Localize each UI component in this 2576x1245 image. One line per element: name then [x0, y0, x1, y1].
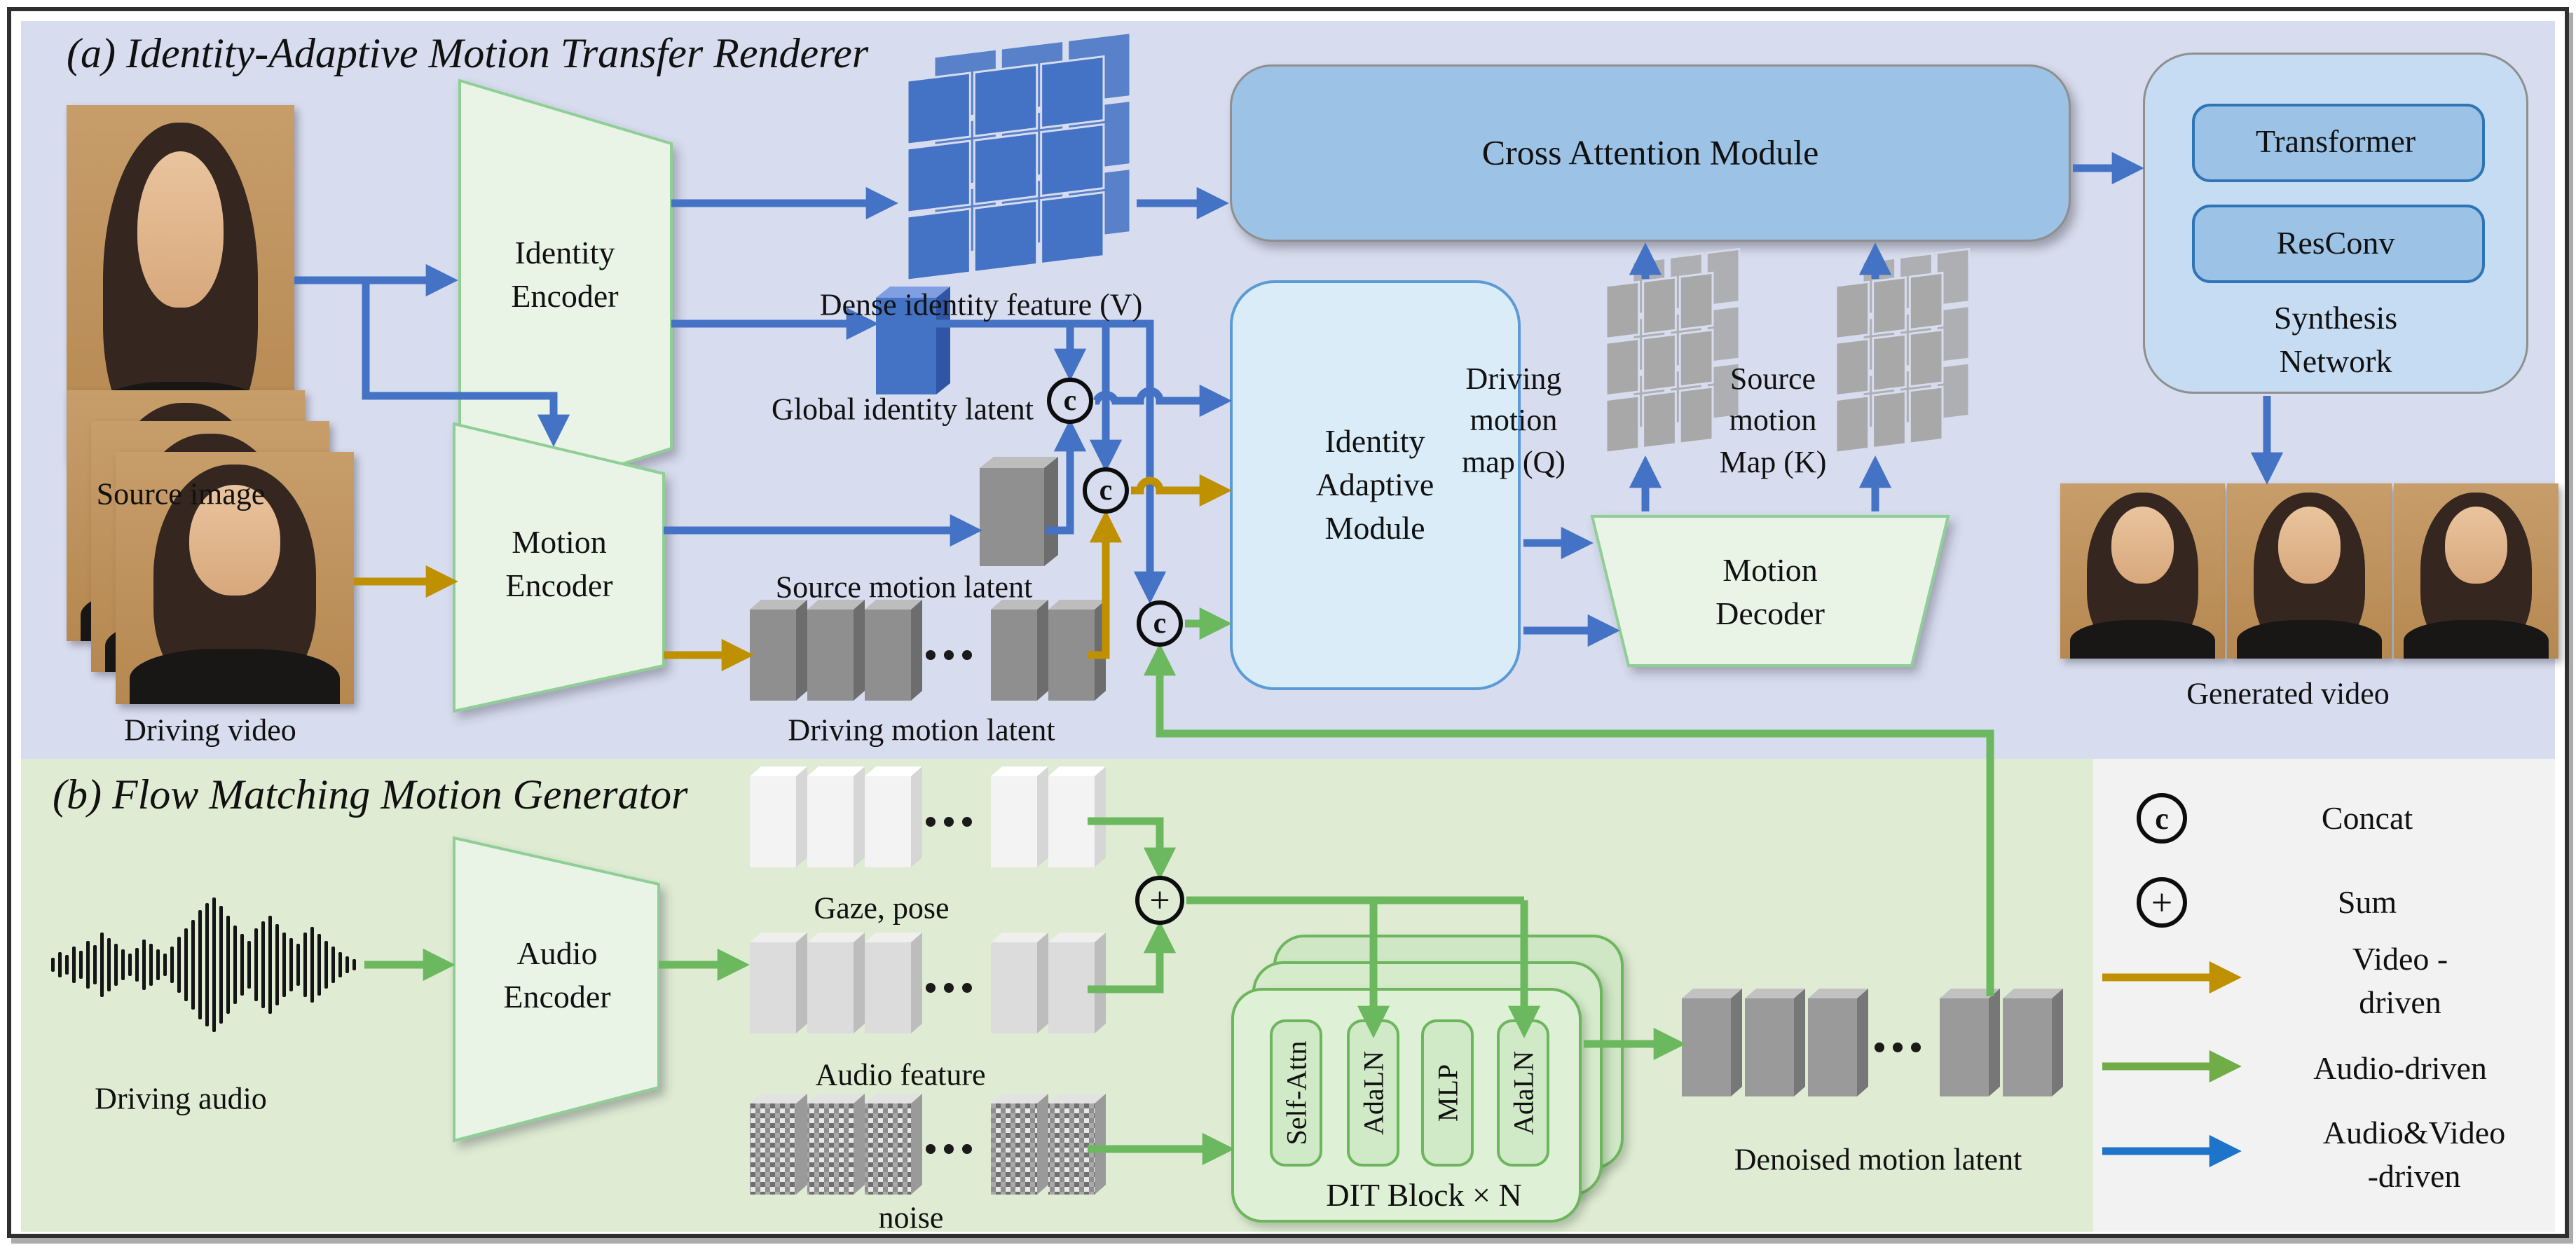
- panel-a-title: (a) Identity-Adaptive Motion Transfer Re…: [67, 30, 869, 76]
- adaln-label-2: AdaLN: [1507, 1051, 1540, 1135]
- denoised-motion-latent-label: Denoised motion latent: [1734, 1142, 2022, 1177]
- identity-encoder-label: Identity Encoder: [511, 234, 619, 314]
- transformer-block: [2192, 104, 2485, 182]
- global-identity-latent-label: Global identity latent: [772, 392, 1034, 427]
- driving-audio-label: Driving audio: [95, 1081, 267, 1116]
- legend-audio-video-driven-label: Audio&Video -driven: [2322, 1114, 2506, 1194]
- audio-feature-label: Audio feature: [815, 1057, 986, 1092]
- identity-adaptive-label: Identity Adaptive Module: [1315, 422, 1434, 546]
- portrait-torso: [130, 648, 340, 704]
- portrait-face: [137, 151, 224, 308]
- portrait-torso: [2237, 620, 2382, 659]
- synthesis-network-label: Synthesis Network: [2273, 299, 2398, 379]
- legend-sum-icon: +: [2137, 877, 2187, 928]
- source-image-label: Source image: [96, 476, 266, 511]
- audio-encoder-label: Audio Encoder: [503, 935, 611, 1014]
- portrait-torso: [2404, 620, 2549, 659]
- identity-adaptive-module: [1230, 280, 1521, 690]
- source-motion-latent-label: Source motion latent: [775, 570, 1033, 605]
- mlp-label: MLP: [1432, 1064, 1464, 1122]
- portrait-torso: [2070, 620, 2215, 659]
- driving-video-frame-front: [116, 452, 354, 704]
- driving-video-label: Driving video: [124, 713, 296, 748]
- legend-sum-label: Sum: [2337, 883, 2397, 920]
- legend-concat-label: Concat: [2321, 799, 2413, 836]
- motion-decoder-label: Motion Decoder: [1715, 551, 1825, 631]
- source-motion-map-label: Source motion Map (K): [1719, 361, 1827, 479]
- legend-concat-icon: c: [2137, 793, 2187, 844]
- generated-video-frame-3: [2394, 483, 2558, 659]
- sum-icon: +: [1135, 876, 1184, 925]
- portrait-face: [2111, 506, 2174, 584]
- portrait-face: [2444, 506, 2508, 584]
- concat-icon-2: c: [1083, 467, 1129, 514]
- concat-icon-3: c: [1137, 600, 1183, 647]
- cross-attention-module: [1230, 64, 2071, 242]
- adaln-label-1: AdaLN: [1357, 1051, 1390, 1135]
- resconv-block: [2192, 205, 2485, 283]
- generated-video-label: Generated video: [2186, 676, 2390, 711]
- legend-video-driven-label: Video -driven: [2352, 940, 2448, 1020]
- cross-attention-label: Cross Attention Module: [1481, 132, 1819, 172]
- gaze-pose-label: Gaze, pose: [814, 890, 950, 926]
- panel-b-title: (b) Flow Matching Motion Generator: [53, 771, 688, 818]
- portrait-face: [189, 484, 280, 596]
- portrait-face: [2277, 506, 2341, 584]
- driving-motion-map-label: Driving motion map (Q): [1462, 361, 1566, 479]
- transformer-label: Transformer: [2255, 123, 2416, 159]
- noise-label: noise: [878, 1200, 944, 1235]
- dense-identity-feature-label: Dense identity feature (V): [819, 287, 1143, 322]
- generated-video-frame-1: [2060, 483, 2225, 659]
- self-attn-label: Self-Attn: [1280, 1040, 1313, 1146]
- resconv-label: ResConv: [2276, 224, 2395, 261]
- motion-encoder-label: Motion Encoder: [505, 523, 613, 603]
- driving-motion-latent-label: Driving motion latent: [788, 713, 1055, 748]
- mlp-box: [1421, 1019, 1474, 1167]
- generated-video-frame-2: [2227, 483, 2392, 659]
- dit-block-label: DIT Block × N: [1326, 1176, 1522, 1213]
- self-attn-box: [1270, 1019, 1322, 1167]
- legend-audio-driven-label: Audio-driven: [2313, 1050, 2487, 1086]
- concat-icon-1: c: [1047, 378, 1093, 424]
